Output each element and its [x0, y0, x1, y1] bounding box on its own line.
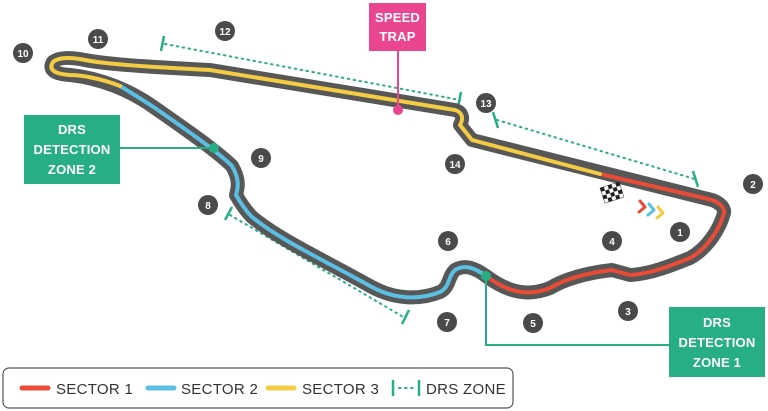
speed-trap-marker: [393, 105, 403, 115]
speed-trap-callout: SPEED TRAP: [369, 3, 426, 115]
turn-14-marker: 14: [445, 154, 465, 174]
drs-detection-1-marker: [481, 271, 491, 281]
turn-9-marker: 9: [251, 148, 271, 168]
svg-text:1: 1: [677, 228, 683, 239]
legend-sector-1: SECTOR 1: [19, 381, 133, 398]
legend-sector-2-label: SECTOR 2: [181, 381, 258, 398]
drs-detection-1-line-3: ZONE 1: [693, 355, 741, 370]
svg-text:9: 9: [258, 154, 264, 165]
drs-zones: [159, 35, 700, 325]
svg-text:5: 5: [530, 319, 536, 330]
legend-sector-2: SECTOR 2: [145, 381, 258, 398]
drs-detection-1-line-2: DETECTION: [679, 335, 756, 350]
drs-detection-zone-2-callout: DRS DETECTION ZONE 2: [24, 115, 219, 184]
legend-drs-zone-label: DRS ZONE: [426, 381, 506, 398]
speed-trap-line-2: TRAP: [379, 29, 415, 44]
drs-detection-1-line-1: DRS: [703, 315, 731, 330]
drs-detection-zone-1-callout: DRS DETECTION ZONE 1: [481, 271, 765, 377]
sectors: [49, 56, 727, 300]
turn-3-marker: 3: [618, 301, 638, 321]
svg-text:8: 8: [205, 201, 211, 212]
sector-1-line: [484, 172, 727, 295]
sector-3-line: [49, 56, 602, 176]
svg-text:12: 12: [219, 27, 231, 38]
svg-text:11: 11: [93, 35, 104, 46]
legend-sector-1-label: SECTOR 1: [56, 381, 133, 398]
drs-detection-2-marker: [209, 143, 219, 153]
drs-detection-2-line-1: DRS: [58, 122, 86, 137]
svg-text:2: 2: [750, 180, 756, 191]
drs-detection-2-line-2: DETECTION: [34, 142, 111, 157]
svg-text:4: 4: [609, 237, 615, 248]
checkered-flag-icon: [599, 181, 625, 204]
svg-text:14: 14: [449, 160, 461, 171]
svg-text:6: 6: [445, 237, 451, 248]
turn-2-marker: 2: [743, 174, 763, 194]
turn-12-marker: 12: [215, 21, 235, 41]
drs-detection-2-line-3: ZONE 2: [48, 162, 96, 177]
turn-6-marker: 6: [438, 231, 458, 251]
drs-detection-2-box: [24, 115, 120, 184]
legend-sector-3: SECTOR 3: [265, 381, 379, 398]
turn-1-marker: 1: [670, 222, 690, 242]
svg-text:7: 7: [444, 318, 450, 329]
svg-text:10: 10: [17, 49, 29, 60]
legend-sector-3-label: SECTOR 3: [302, 381, 379, 398]
drs-detection-1-box: [669, 307, 765, 377]
speed-trap-box: [369, 3, 426, 51]
speed-trap-line-1: SPEED: [375, 10, 420, 25]
turn-markers: 1 2 3 4 5 6 7 8 9 10 11 12 13 14: [13, 21, 763, 333]
legend: SECTOR 1 SECTOR 2 SECTOR 3 DRS ZONE: [2, 367, 514, 409]
turn-13-marker: 13: [476, 93, 496, 113]
turn-5-marker: 5: [523, 313, 543, 333]
direction-chevrons-icon: [637, 199, 665, 220]
svg-text:3: 3: [625, 307, 631, 318]
svg-text:13: 13: [480, 99, 492, 110]
drs-zone-sector2: [223, 206, 411, 325]
legend-frame: [2, 367, 514, 409]
turn-4-marker: 4: [602, 231, 622, 251]
legend-drs-zone: DRS ZONE: [391, 380, 506, 398]
drs-zone-main-straight: [491, 111, 700, 188]
turn-10-marker: 10: [13, 43, 33, 63]
sector-2-line: [118, 84, 488, 300]
turn-11-marker: 11: [88, 29, 108, 49]
turn-7-marker: 7: [437, 312, 457, 332]
turn-8-marker: 8: [198, 195, 218, 215]
